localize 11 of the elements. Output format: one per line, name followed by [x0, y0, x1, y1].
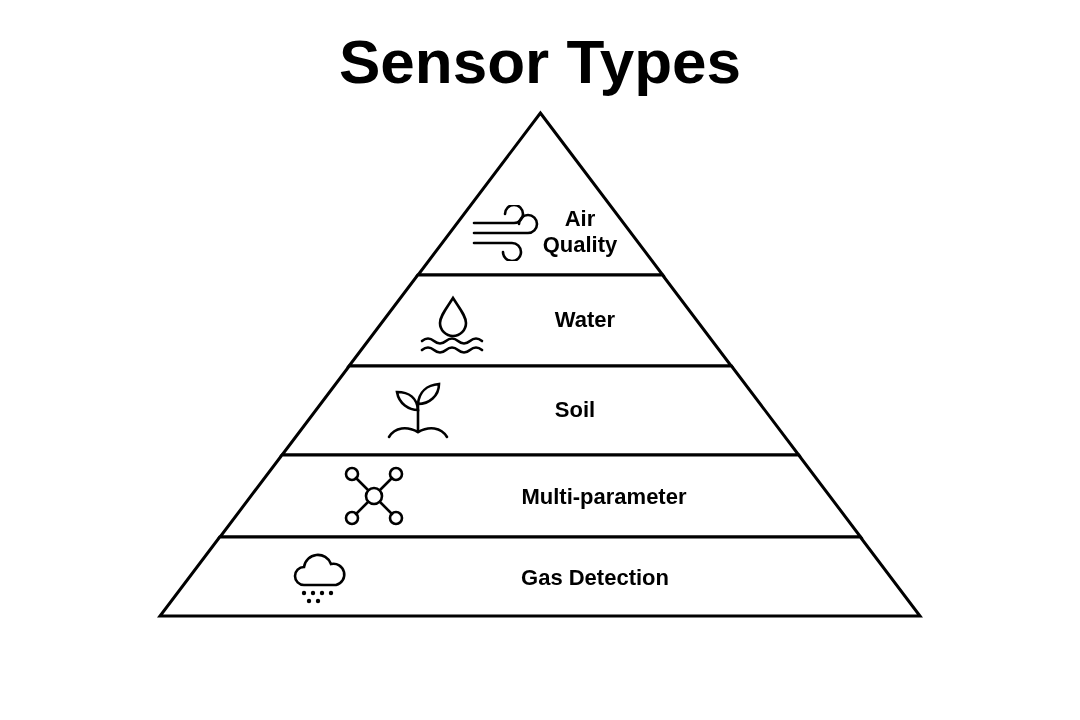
pyramid-tier — [348, 275, 732, 366]
tier-label: Air Quality — [541, 206, 619, 258]
tier-label: Gas Detection — [520, 565, 670, 591]
title: Sensor Types — [338, 26, 742, 98]
tier-label: Soil — [553, 397, 597, 423]
pyramid-top-tier — [417, 113, 663, 275]
pyramid-tier — [281, 366, 799, 455]
tier-label: Multi-parameter — [520, 484, 688, 510]
pyramid-tier — [160, 537, 920, 616]
pyramid-tier — [219, 455, 861, 537]
tier-label: Water — [553, 307, 617, 333]
